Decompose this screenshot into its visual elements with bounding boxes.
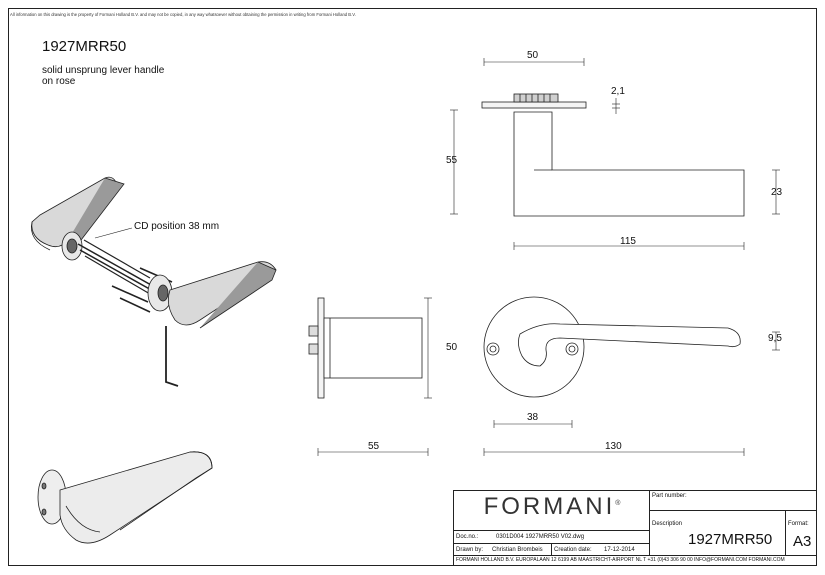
dim-lever-height: 23: [771, 187, 783, 198]
drawn-by-value: Christian Brombeis: [492, 547, 543, 553]
brand-cell: FORMANI®: [454, 491, 650, 531]
dim-lever-length: 115: [620, 236, 636, 247]
format-cell: Format: A3: [786, 511, 816, 556]
description-line-1: solid unsprung lever handle: [42, 65, 165, 76]
exploded-isometric-view: [31, 176, 277, 387]
brand-logo: FORMANI®: [483, 493, 621, 520]
drawing-title: 1927MRR50: [42, 38, 127, 55]
dim-side-depth: 55: [368, 441, 380, 452]
drawn-by-cell: Drawn by: Christian Brombeis: [454, 544, 552, 556]
description-line-2: on rose: [42, 76, 76, 87]
part-number-label: Part number:: [652, 493, 687, 499]
side-view: [308, 297, 423, 399]
title-block: FORMANI® Part number: Description 1927MR…: [453, 490, 817, 566]
copyright-notice: All information on this drawing is the p…: [10, 12, 356, 17]
top-view: [481, 93, 587, 109]
footer-cell: FORMANI HOLLAND B.V. EUROPALAAN 12 6199 …: [454, 556, 816, 565]
description-label: Description: [652, 521, 683, 527]
dim-side-height: 50: [446, 342, 458, 353]
callout-leader: [94, 227, 133, 239]
drawn-by-label: Drawn by:: [456, 547, 484, 553]
dim-cd: 38: [527, 412, 539, 423]
drawing-description: solid unsprung lever handle on rose: [42, 65, 164, 87]
dim-height-55: 55: [446, 155, 458, 166]
dim-lever-thickness: 9,5: [768, 333, 782, 344]
creation-date-cell: Creation date: 17-12-2014: [552, 544, 650, 556]
drawing-sheet: [8, 8, 817, 566]
dim-top-width: 50: [527, 50, 539, 61]
front-elevation: [513, 111, 745, 217]
description-cell: Description 1927MRR50: [650, 511, 786, 556]
creation-date-value: 17-12-2014: [604, 547, 635, 553]
assembled-isometric-view: [37, 451, 213, 544]
doc-no-value: 0301D004 1927MRR50 V02.dwg: [496, 534, 585, 540]
format-value: A3: [793, 533, 812, 550]
dim-total-length: 130: [605, 441, 622, 452]
format-label: Format:: [788, 521, 809, 527]
company-footer: FORMANI HOLLAND B.V. EUROPALAAN 12 6199 …: [456, 557, 785, 563]
part-number-cell: Part number:: [650, 491, 816, 511]
doc-no-label: Doc.no.:: [456, 534, 479, 540]
description-value: 1927MRR50: [688, 531, 773, 548]
doc-no-cell: Doc.no.: 0301D004 1927MRR50 V02.dwg: [454, 531, 650, 544]
rose-front-view: [483, 296, 741, 398]
cd-callout-label: CD position 38 mm: [134, 221, 220, 232]
dim-rose-thickness: 2,1: [611, 86, 625, 97]
creation-date-label: Creation date:: [554, 547, 592, 553]
